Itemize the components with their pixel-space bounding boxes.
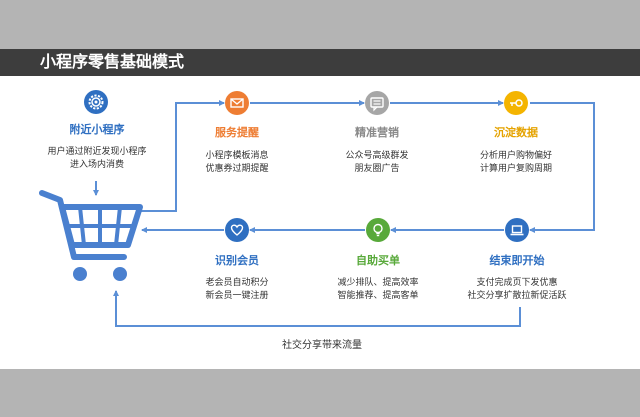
connector-data-checkout (529, 102, 595, 233)
heart-icon (225, 218, 249, 242)
key-icon (504, 91, 528, 115)
laptop-icon (505, 218, 529, 242)
node-service-desc-1: 小程序模板消息 (205, 151, 269, 161)
message-icon (365, 91, 389, 115)
node-service-label: 服务提醒 (215, 126, 259, 139)
node-selfbuy-desc-2: 智能推荐、提高客单 (337, 291, 419, 301)
flow-connectors (39, 100, 595, 327)
page-title: 小程序零售基础模式 (40, 52, 185, 71)
node-data-label: 沉淀数据 (494, 126, 538, 139)
node-checkout-desc-1: 支付完成页下发优惠 (476, 278, 558, 288)
node-marketing-label: 精准营销 (355, 126, 399, 139)
node-checkout-desc-2: 社交分享扩散拉新促活跃 (467, 291, 567, 301)
node-data-desc-2: 计算用户复购周期 (479, 164, 553, 174)
node-member-desc-1: 老会员自动积分 (205, 278, 269, 288)
envelope-icon (225, 91, 249, 115)
node-marketing-desc-2: 朋友圈广告 (354, 164, 400, 174)
node-member-desc-2: 新会员一键注册 (205, 291, 269, 301)
node-selfbuy-label: 自助买单 (356, 254, 400, 267)
lightbulb-icon (366, 218, 390, 242)
slide: 小程序零售基础模式 (0, 49, 640, 369)
node-marketing-desc-1: 公众号高级群发 (345, 151, 409, 161)
node-nearby-desc-1: 用户通过附近发现小程序 (47, 147, 147, 157)
node-nearby-desc-2: 进入场内消费 (69, 160, 125, 170)
footer-loop-label: 社交分享带来流量 (282, 340, 362, 351)
node-member-label: 识别会员 (215, 254, 259, 267)
node-nearby-label: 附近小程序 (69, 123, 125, 136)
connector-cart-service (140, 100, 225, 212)
title-bar: 小程序零售基础模式 (0, 49, 640, 76)
node-selfbuy-desc-1: 减少排队、提高效率 (337, 278, 419, 288)
gear-icon (84, 90, 108, 114)
shopping-cart-icon (39, 190, 143, 260)
node-service-desc-2: 优惠券过期提醒 (205, 164, 269, 174)
cart-wheel-left-icon (73, 267, 87, 281)
connector-bottom-loop (113, 290, 521, 327)
cart-wheel-right-icon (113, 267, 127, 281)
node-checkout-label: 结束即开始 (489, 254, 545, 267)
node-data-desc-1: 分析用户购物偏好 (479, 151, 553, 161)
